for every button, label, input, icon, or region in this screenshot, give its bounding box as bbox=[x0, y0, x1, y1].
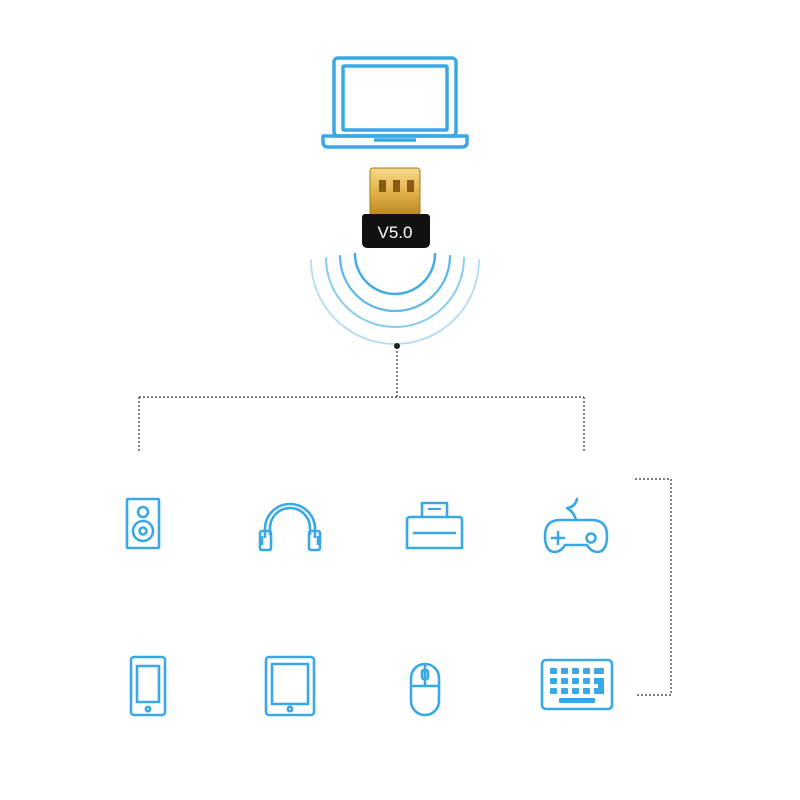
keyboard-icon bbox=[540, 658, 614, 711]
mouse-icon bbox=[409, 662, 441, 717]
headphones-icon bbox=[258, 502, 322, 552]
speaker-icon bbox=[125, 497, 161, 550]
wireless-signal-icon bbox=[310, 252, 480, 345]
printer-icon bbox=[405, 501, 464, 550]
adapter-version-label: V5.0 bbox=[378, 223, 413, 242]
connector-lines bbox=[138, 347, 672, 696]
smartphone-icon bbox=[129, 655, 167, 717]
tablet-icon bbox=[264, 655, 316, 717]
usb-adapter-icon: V5.0 bbox=[362, 167, 430, 248]
laptop-icon bbox=[321, 56, 469, 149]
connector-node bbox=[394, 343, 400, 349]
gamepad-icon bbox=[543, 497, 609, 554]
